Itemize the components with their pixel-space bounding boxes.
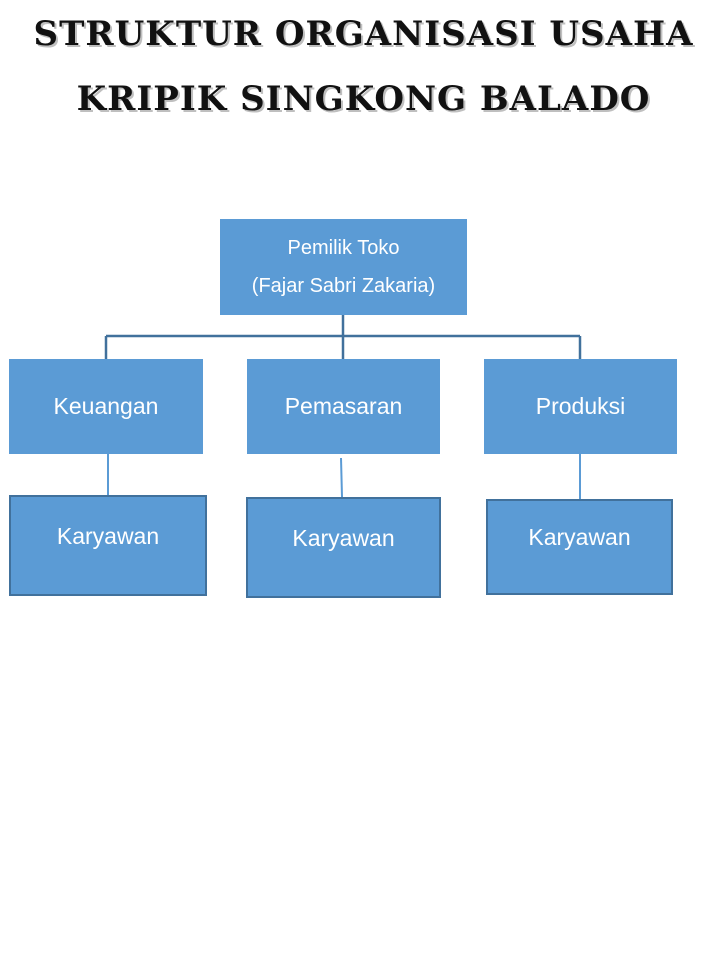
employee-label: Karyawan <box>56 523 160 549</box>
department-label: Produksi <box>535 393 626 419</box>
chart-title-line-2: KRIPIK SINGKONG BALADO <box>76 79 651 119</box>
department-box-produksi: Produksi <box>484 359 677 454</box>
employee-label: Karyawan <box>292 525 395 551</box>
department-label: Keuangan <box>53 393 159 419</box>
employee-box-produksi: Karyawan <box>486 499 673 595</box>
owner-box: Pemilik Toko (Fajar Sabri Zakaria) <box>220 219 467 315</box>
employee-box-keuangan: Karyawan <box>9 495 207 596</box>
chart-title-line-1: STRUKTUR ORGANISASI USAHA <box>33 14 694 54</box>
employee-box-pemasaran: Karyawan <box>246 497 441 598</box>
pemasaran-to-karyawan-connector <box>340 457 343 498</box>
department-box-keuangan: Keuangan <box>9 359 203 454</box>
department-box-pemasaran: Pemasaran <box>247 359 440 454</box>
employee-label: Karyawan <box>528 523 631 550</box>
owner-role: Pemilik Toko <box>287 237 400 259</box>
owner-name: (Fajar Sabri Zakaria) <box>251 275 436 297</box>
department-label: Pemasaran <box>284 393 403 419</box>
